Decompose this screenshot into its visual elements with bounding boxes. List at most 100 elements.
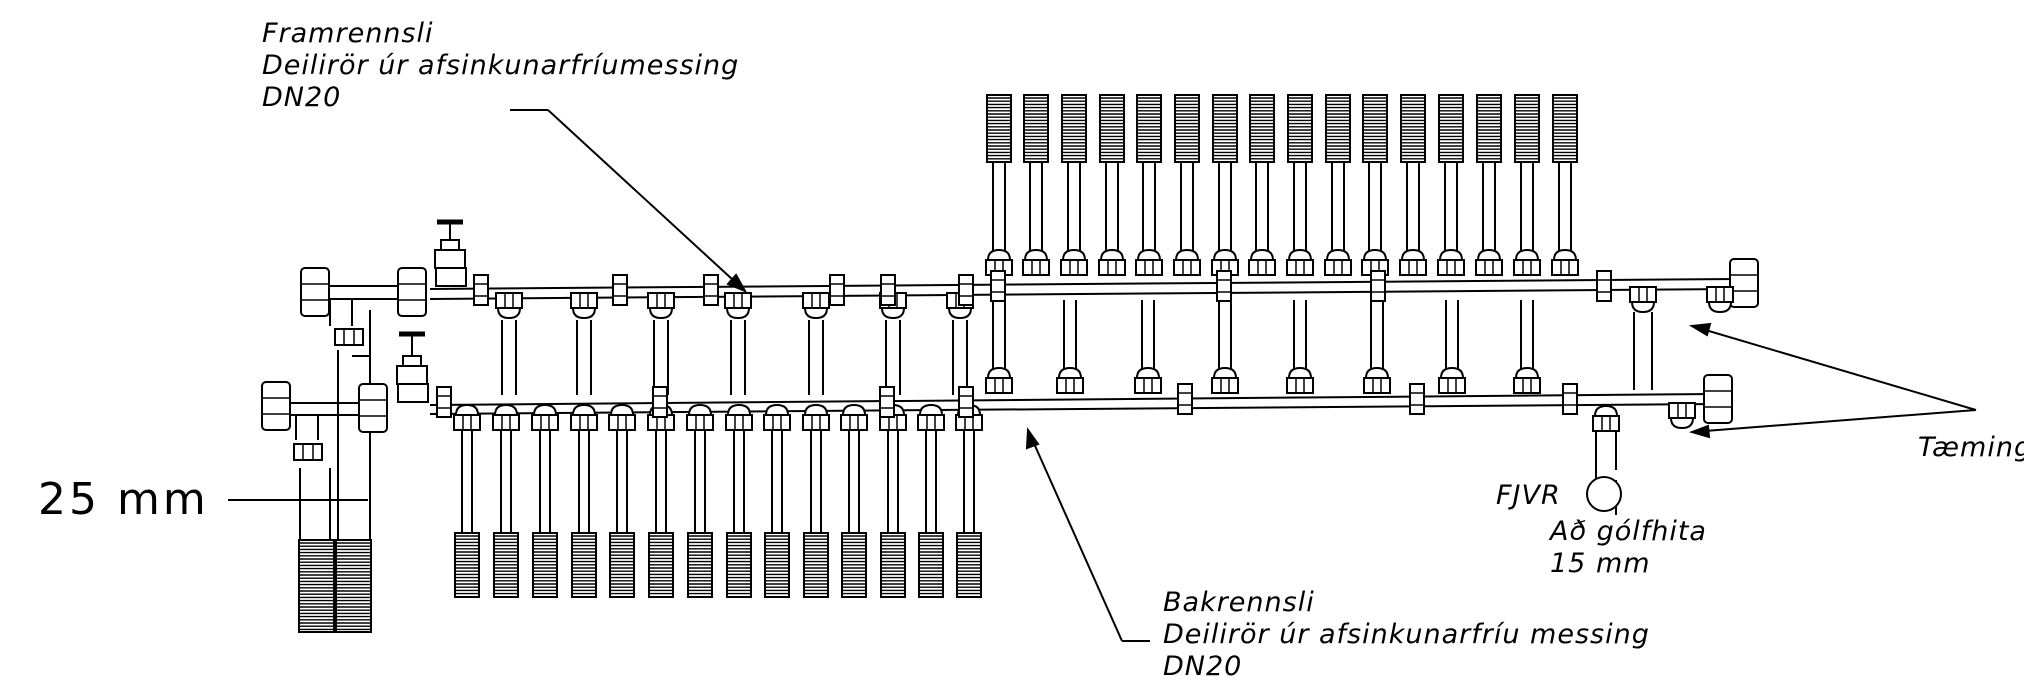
coupling-nut <box>1216 270 1232 302</box>
return-material: Deilirör úr afsinkunarfríu messing <box>1163 619 1650 650</box>
supply-outlet-coil <box>1023 94 1049 163</box>
hex-nut <box>300 267 330 317</box>
return-manifold-pipe <box>429 403 1716 415</box>
outlet-fitting <box>1173 248 1201 276</box>
inlet-pipe-coil <box>298 539 335 633</box>
hex-nut <box>1729 258 1759 308</box>
hex-nut <box>1703 374 1733 424</box>
return-outlet-coil <box>454 532 480 598</box>
coupling-nut <box>990 270 1006 302</box>
drain-leader-line <box>1691 409 1977 433</box>
outlet-fitting <box>1551 248 1579 276</box>
return-leader-line <box>1027 429 1123 642</box>
supply-size: DN20 <box>262 82 342 113</box>
return-outlet-coil <box>918 532 944 598</box>
outlet-fitting <box>1437 248 1465 276</box>
outlet-fitting <box>1286 366 1314 394</box>
outlet-fitting <box>1022 248 1050 276</box>
outlet-fitting <box>1363 366 1391 394</box>
outlet-fitting <box>570 292 598 320</box>
outlet-fitting <box>1056 366 1084 394</box>
supply-leader-line <box>547 109 746 292</box>
return-outlet-coil <box>609 532 635 598</box>
return-outlet-coil <box>726 532 752 598</box>
coupling-nut <box>334 328 364 346</box>
outlet-fitting <box>453 403 481 431</box>
coupling-nut <box>1409 383 1425 415</box>
return-outlet-coil <box>493 532 519 598</box>
supply-outlet-coil <box>1174 94 1200 163</box>
outlet-fitting <box>647 292 675 320</box>
outlet-fitting <box>495 292 523 320</box>
outlet-fitting <box>1060 248 1088 276</box>
outlet-fitting <box>1135 248 1163 276</box>
outlet-fitting <box>531 403 559 431</box>
outlet-fitting <box>492 403 520 431</box>
outlet-fitting <box>1098 248 1126 276</box>
outlet-fitting <box>1629 286 1657 314</box>
supply-manifold-label: Framrennsli Deilirör úr afsinkunarfríume… <box>262 18 739 114</box>
supply-outlet-coil <box>1061 94 1087 163</box>
return-size: DN20 <box>1163 651 1243 682</box>
coupling-nut <box>958 386 974 418</box>
floor-heat-label: Að gólfhita 15 mm <box>1550 516 1707 580</box>
outlet-fitting <box>763 403 791 431</box>
fjvr-label: FJVR <box>1496 480 1561 511</box>
outlet-fitting <box>802 292 830 320</box>
coupling-nut <box>880 274 896 306</box>
return-outlet-coil <box>880 532 906 598</box>
outlet-fitting <box>802 403 830 431</box>
supply-outlet-coil <box>1287 94 1313 163</box>
supply-title: Framrennsli <box>262 18 434 49</box>
outlet-fitting <box>840 403 868 431</box>
hex-nut <box>358 383 388 433</box>
supply-outlet-coil <box>1099 94 1125 163</box>
floor-heat-size: 15 mm <box>1550 548 1651 579</box>
return-outlet-coil <box>571 532 597 598</box>
supply-outlet-coil <box>986 94 1012 163</box>
hex-nut <box>397 267 427 317</box>
outlet-fitting <box>1438 366 1466 394</box>
supply-outlet-coil <box>1552 94 1578 163</box>
outlet-fitting <box>570 403 598 431</box>
supply-outlet-coil <box>1325 94 1351 163</box>
coupling-nut <box>1370 270 1386 302</box>
outlet-fitting <box>917 403 945 431</box>
return-outlet-coil <box>803 532 829 598</box>
coupling-nut <box>879 386 895 418</box>
supply-manifold-pipe <box>429 278 1739 290</box>
return-outlet-coil <box>764 532 790 598</box>
valve-handle <box>434 219 466 269</box>
supply-outlet-coil <box>1438 94 1464 163</box>
inlet-pipe-coil <box>335 539 372 633</box>
coupling-nut <box>829 274 845 306</box>
pipe-size-label: 25 mm <box>38 474 209 525</box>
outlet-fitting <box>1706 286 1734 314</box>
valve-handle <box>396 331 428 385</box>
outlet-fitting <box>1475 248 1503 276</box>
coupling-nut <box>293 443 323 461</box>
outlet-fitting <box>608 403 636 431</box>
outlet-fitting <box>1248 248 1276 276</box>
outlet-fitting <box>725 403 753 431</box>
fitting-layer <box>261 219 1759 512</box>
return-outlet-coil <box>841 532 867 598</box>
return-manifold-pipe <box>429 393 1716 406</box>
hex-nut <box>261 381 291 431</box>
coupling-nut <box>1177 383 1193 415</box>
coupling-nut <box>612 274 628 306</box>
coupling-nut <box>652 386 668 418</box>
supply-outlet-coil <box>1362 94 1388 163</box>
return-outlet-coil <box>956 532 982 598</box>
outlet-fitting <box>724 292 752 320</box>
coupling-nut <box>473 274 489 306</box>
leader-layer <box>228 109 1977 642</box>
floor-heat-title: Að gólfhita <box>1550 516 1707 547</box>
outlet-fitting <box>1668 402 1696 430</box>
drain-leader-line <box>1691 325 1977 411</box>
supply-outlet-coil <box>1514 94 1540 163</box>
return-title: Bakrennsli <box>1163 587 1315 618</box>
drain-label: Tæming <box>1918 432 2024 463</box>
